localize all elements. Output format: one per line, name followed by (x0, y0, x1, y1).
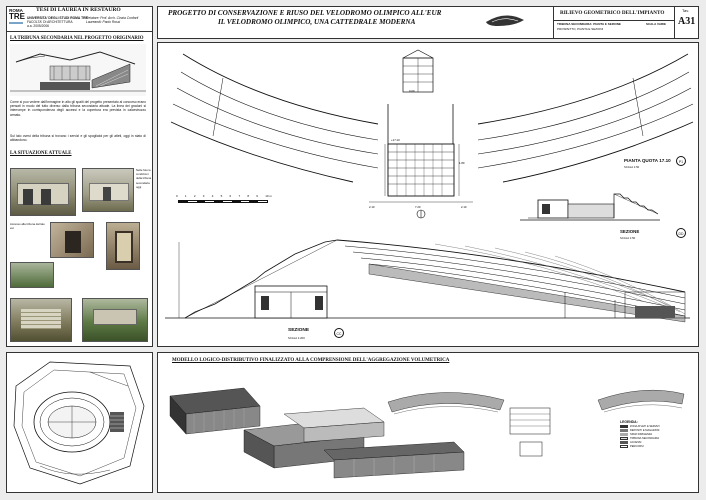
section-original-title: LA TRIBUNA SECONDARIA NEL PROGETTO ORIGI… (10, 36, 144, 41)
model-volume-left (169, 387, 261, 435)
photo-stairs (10, 298, 72, 342)
legend-item-5-label: ACCESSI (630, 441, 642, 444)
original-paragraph-2: Sul lato ovest della tribuna si trovano … (10, 134, 146, 143)
model-central-block (509, 407, 551, 457)
thesis-people: Relatore: Prof. Arch. Cinzia Conforti La… (86, 16, 150, 24)
legend-item-6-label: PERCORSI (630, 445, 644, 448)
svg-text:7.20: 7.20 (415, 205, 421, 209)
logo-line2: TRE (9, 12, 25, 21)
section-dd-drawing (520, 193, 660, 221)
plan-label: PIANTA QUOTA 17.10 (624, 158, 671, 163)
model-volume-right-low (323, 441, 465, 479)
legend: LEGENDA: ZONA ATLETI E SERVIZI DEPOSITI … (620, 420, 695, 448)
legend-item-3: SPAZI DIRIGENZA (620, 433, 695, 436)
tav-number: A31 (678, 16, 696, 27)
section-cc-drawing (165, 239, 690, 323)
advisors: Relatore: Prof. Arch. Cinzia Conforti (86, 16, 139, 20)
photo-doorway (106, 222, 140, 270)
photo-tribune-2 (82, 168, 134, 212)
university-name: UNIVERSITA' DEGLI STUDI ROMA TRE (27, 16, 88, 20)
candidates: Laureandi: Paolo Rossi (86, 20, 121, 25)
svg-text:1.80: 1.80 (459, 161, 465, 165)
university-logo: ROMA TRE (9, 8, 25, 26)
legend-item-4: TRIBUNA SECONDARIA (620, 437, 695, 440)
legend-item-1-label: ZONA ATLETI E SERVIZI (630, 425, 660, 428)
photo-corridor (50, 222, 94, 258)
academic-year: a.a. 2005/2006 (27, 24, 49, 29)
scale-num-6: 6 (229, 194, 232, 198)
scale-num-5: 5 (220, 194, 223, 198)
svg-text:0.00: 0.00 (409, 89, 415, 93)
model-title: MODELLO LOGICO-DISTRIBUTIVO FINALIZZATO … (172, 358, 450, 363)
scale-num-2: 2 (193, 194, 196, 198)
photo-overgrown (82, 298, 148, 342)
scale-num-8: 8 (247, 194, 250, 198)
photo-vegetation (10, 262, 54, 288)
section-dd-label: SEZIONE (620, 229, 640, 234)
volumetric-model (169, 387, 685, 479)
velodrome-thumbnail (486, 15, 524, 26)
svg-text:+17.10: +17.10 (391, 138, 400, 142)
scale-bar (178, 200, 268, 210)
sheet-subtitle-1: TRIBUNA SECONDARIA: PIANTA E SEZIONE (557, 22, 621, 26)
scale-num-1: 1 (184, 194, 187, 198)
sheet-subtitle-2: PROSPETTO, PIANTA E SEZIONI (557, 27, 604, 31)
thesis-title: TESI DI LAUREA IN RESTAURO (36, 7, 121, 13)
legend-title: LEGENDA: (620, 420, 638, 424)
original-design-drawing (10, 44, 146, 96)
legend-item-4-label: TRIBUNA SECONDARIA (630, 437, 660, 440)
model-volume-center (243, 407, 385, 469)
model-tribune-fan-right (597, 389, 685, 413)
plan-scale: SCALA 1:50 (624, 165, 640, 169)
logo-line1: ROMA (9, 8, 23, 13)
photo-note-right: Nelle foto le condizioni della tribuna s… (136, 168, 152, 189)
legend-item-1: ZONA ATLETI E SERVIZI (620, 425, 695, 428)
legend-item-3-label: SPAZI DIRIGENZA (630, 433, 653, 436)
plan-drawing: 0.00 +17.10 1.80 2.10 7.20 2.10 (170, 49, 694, 219)
legend-item-6: PERCORSI (620, 445, 695, 448)
section-cc-scale: SCALA 1:200 (288, 336, 305, 340)
legend-item-2-label: DEPOSITI E MAGAZZINI (630, 429, 660, 432)
scale-num-0: 0 (176, 194, 178, 198)
scale-bar-numbers: 0 1 2 3 4 5 6 7 8 9 10 m (176, 194, 272, 198)
site-plan-drawing (13, 361, 145, 485)
section-current-title: LA SITUAZIONE ATTUALE (10, 151, 72, 156)
tav-label: Tav. (682, 8, 690, 13)
section-dd-scale: SCALA 1:50 (620, 236, 636, 240)
section-dd-tag: DD (676, 228, 686, 238)
photo-tribune-1 (10, 168, 76, 216)
sheet-scale: SCALA VARIE (646, 22, 667, 26)
section-cc-label: SEZIONE (288, 328, 310, 333)
scale-num-4: 4 (211, 194, 214, 198)
legend-item-2: DEPOSITI E MAGAZZINI (620, 429, 695, 432)
thesis-info: UNIVERSITA' DEGLI STUDI ROMA TRE FACOLTA… (27, 16, 147, 29)
model-tribune-fan-left (387, 392, 505, 415)
title-block (157, 6, 699, 39)
faculty-name: FACOLTA' DI ARCHITETTURA (27, 20, 73, 25)
original-paragraph: Come si puo vedere dall'immagine in alto… (10, 100, 146, 117)
section-cc-tag: CC (334, 328, 344, 338)
svg-text:2.10: 2.10 (461, 205, 467, 209)
sheet-section-title: RILIEVO GEOMETRICO DELL'IMPIANTO (560, 10, 665, 16)
project-title-line1: PROGETTO DI CONSERVAZIONE E RIUSO DEL VE… (168, 9, 442, 17)
scale-num-7: 7 (238, 194, 241, 198)
scale-num-10: 10 m (265, 194, 272, 198)
scale-num-3: 3 (202, 194, 205, 198)
legend-item-5: ACCESSI (620, 441, 695, 444)
plan-tag: P1 (676, 156, 686, 166)
scale-num-9: 9 (256, 194, 258, 198)
photo-note-left: Accesso alla tribuna dal lato est (10, 222, 45, 231)
svg-text:2.10: 2.10 (369, 205, 375, 209)
project-title-line2: IL VELODROMO OLIMPICO, UNA CATTEDRALE MO… (218, 18, 416, 26)
